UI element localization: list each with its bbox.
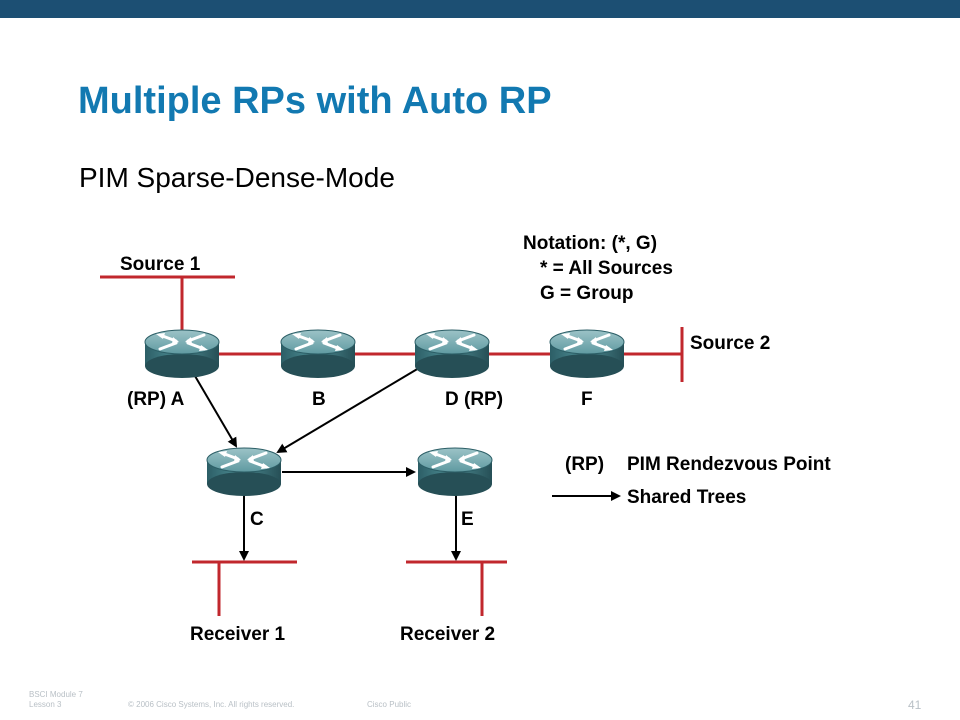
arrow-icon [276, 367, 420, 454]
legend-rp-desc: PIM Rendezvous Point [627, 454, 831, 475]
footer-classification: Cisco Public [367, 700, 412, 709]
router-c-label: C [250, 509, 264, 530]
router-icon [413, 328, 491, 380]
router-b-label: B [312, 389, 326, 410]
slide-title: Multiple RPs with Auto RP [78, 80, 552, 122]
page-number: 41 [908, 698, 922, 712]
router-f-label: F [581, 389, 593, 410]
router-icon [205, 446, 283, 498]
top-banner [0, 0, 960, 18]
router-icon [416, 446, 494, 498]
router-e-label: E [461, 509, 474, 530]
source2-label: Source 2 [690, 333, 770, 354]
notation-line3: G = Group [540, 283, 633, 304]
router-icon [143, 328, 221, 380]
footer-module-line1: BSCI Module 7 [29, 690, 83, 699]
network-links [100, 275, 684, 616]
shared-tree-arrows [194, 367, 621, 561]
footer-module-line2: Lesson 3 [29, 700, 62, 709]
legend-rp-key: (RP) [565, 454, 604, 475]
notation-line2: * = All Sources [540, 258, 673, 279]
footer-copyright: © 2006 Cisco Systems, Inc. All rights re… [128, 700, 295, 709]
receiver2-label: Receiver 2 [400, 624, 495, 645]
source1-label: Source 1 [120, 254, 201, 275]
arrow-icon [194, 375, 238, 448]
footer-module: BSCI Module 7 Lesson 3 [29, 690, 83, 710]
legend-tree-desc: Shared Trees [627, 487, 746, 508]
receiver1-label: Receiver 1 [190, 624, 286, 645]
router-icon [279, 328, 357, 380]
slide-subtitle: PIM Sparse-Dense-Mode [79, 162, 395, 193]
notation-line1: Notation: (*, G) [523, 233, 657, 254]
legend: (RP) PIM Rendezvous Point Shared Trees [565, 454, 831, 508]
router-d-label: D (RP) [445, 389, 503, 410]
router-icon [548, 328, 626, 380]
router-a-label: (RP) A [127, 389, 185, 410]
